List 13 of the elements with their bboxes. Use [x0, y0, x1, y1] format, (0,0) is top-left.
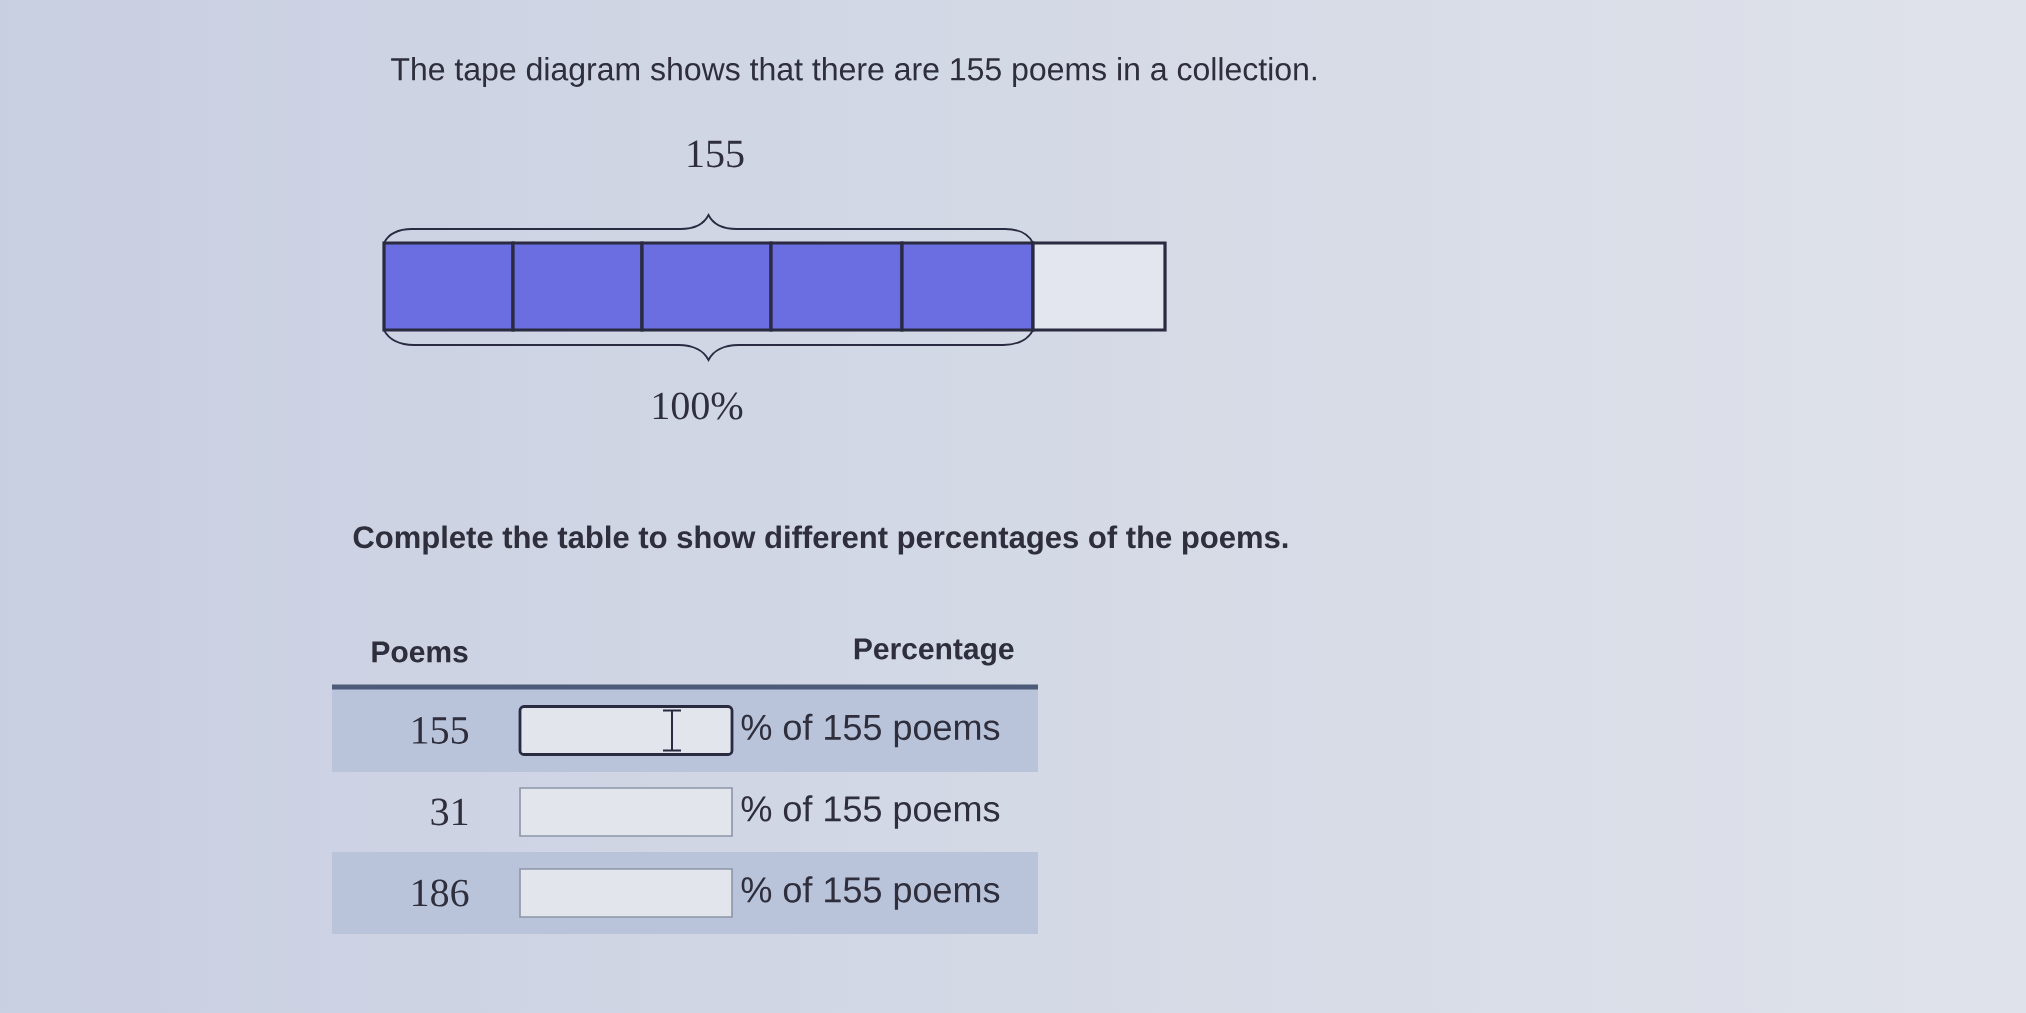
- instruction-text: Complete the table to show different percentages of the poems.: [353, 525, 1288, 555]
- brace-label: 100%: [653, 392, 743, 420]
- percent-text: % of 155 poems: [741, 795, 1000, 829]
- brace-label: 155: [688, 140, 744, 168]
- poem-count: 31: [431, 798, 468, 826]
- percent-text: % of 155 poems: [741, 876, 1000, 910]
- tape-segment: [1031, 241, 1167, 332]
- poem-count: 186: [413, 879, 469, 907]
- percent-text: % of 155 poems: [741, 713, 1000, 748]
- column-header: Poems: [372, 641, 468, 663]
- poem-count: 155: [413, 717, 469, 744]
- column-header: Percentage: [854, 638, 1014, 666]
- question-text: The tape diagram shows that there are 155 poems in a collection.: [391, 57, 1316, 87]
